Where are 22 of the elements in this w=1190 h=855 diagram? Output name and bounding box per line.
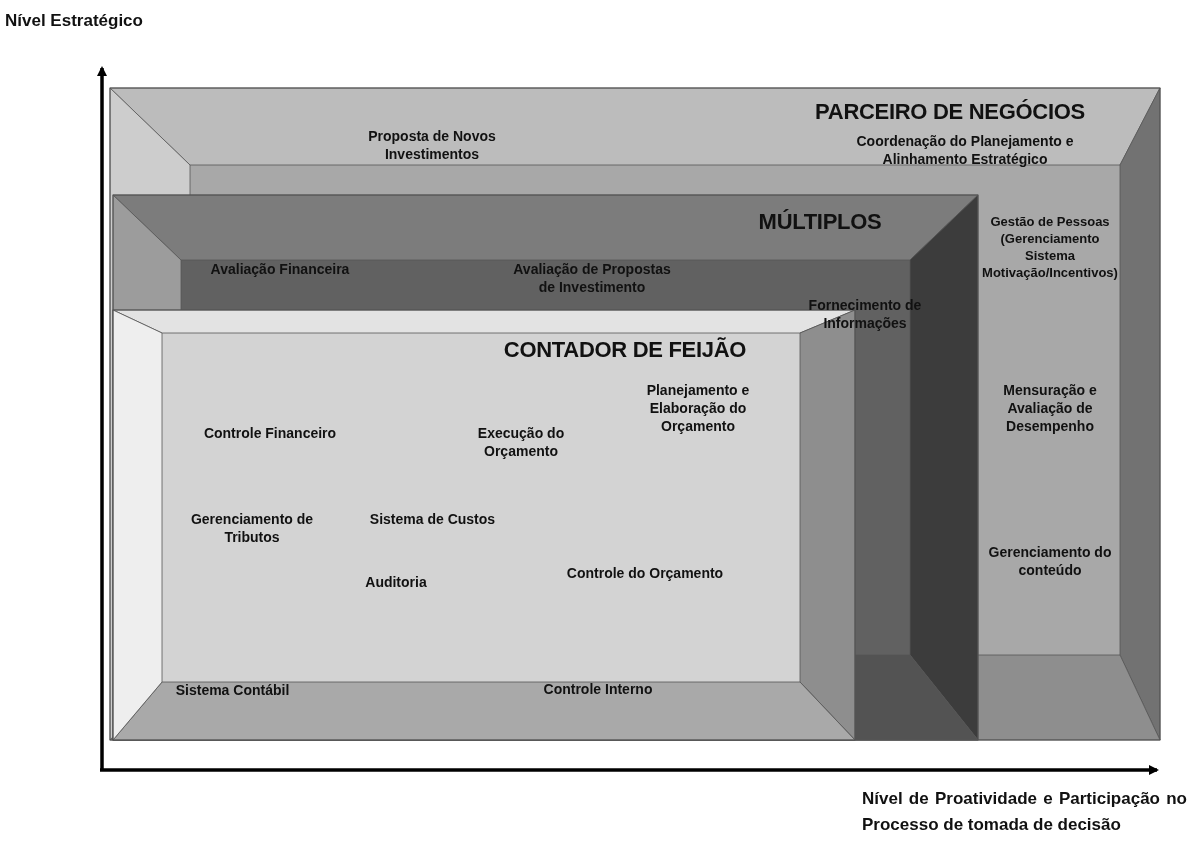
role-label: Planejamento e Elaboração do Orçamento — [645, 381, 751, 436]
role-label: Controle Financeiro — [202, 424, 338, 443]
level-heading: CONTADOR DE FEIJÃO — [502, 336, 748, 364]
role-label: Sistema de Custos — [368, 510, 497, 529]
level-heading: MÚLTIPLOS — [757, 208, 883, 236]
role-label: Avaliação de Propostas de Investimento — [512, 260, 672, 297]
role-label: Mensuração e Avaliação de Desempenho — [1002, 381, 1098, 436]
role-label: Sistema Contábil — [174, 681, 291, 700]
level-heading: PARCEIRO DE NEGÓCIOS — [814, 98, 1086, 126]
role-label: Execução do Orçamento — [476, 424, 566, 461]
role-label: Controle Interno — [542, 680, 654, 699]
axis-label: Nível Estratégico — [5, 10, 144, 32]
role-label: Gerenciamento do conteúdo — [987, 543, 1113, 580]
axis-label: Nível de Proatividade e Participação no Processo de tomada de decisão — [862, 788, 1187, 837]
role-label: Gestão de Pessoas (Gerenciamento Sistema Motivação/Incentivos) — [982, 214, 1118, 282]
role-label: Coordenação do Planejamento e Alinhamento Estratégico — [855, 132, 1075, 169]
role-label: Gerenciamento de Tributos — [189, 510, 315, 547]
role-label: Proposta de Novos Investimentos — [367, 127, 497, 164]
role-label: Fornecimento de Informações — [807, 296, 923, 333]
role-label: Avaliação Financeira — [209, 260, 351, 279]
role-label: Auditoria — [364, 573, 428, 592]
role-label: Controle do Orçamento — [565, 564, 725, 583]
